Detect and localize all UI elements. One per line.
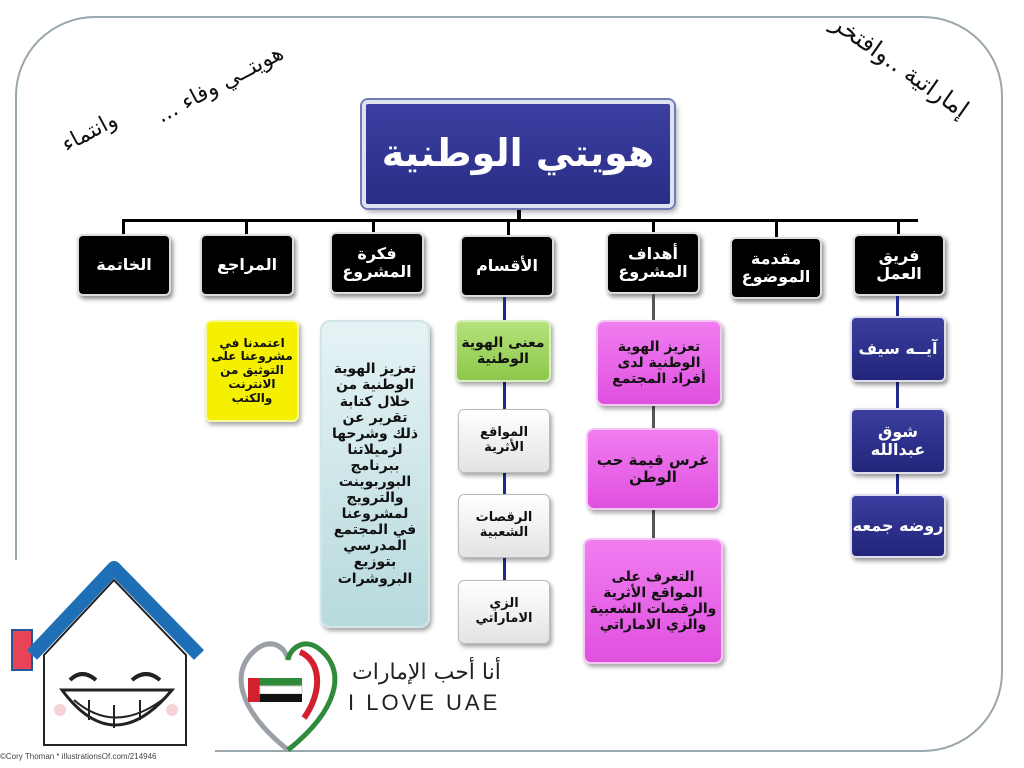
section-2: المواقع الأثرية bbox=[458, 409, 550, 473]
illustration-credit: ©Cory Thoman * illustrationsOf.com/21494… bbox=[0, 752, 157, 761]
diagram-title: هويتي الوطنية bbox=[362, 100, 674, 208]
category-drop bbox=[245, 219, 248, 235]
category-drop bbox=[507, 219, 510, 235]
category-drop bbox=[652, 219, 655, 233]
category-references: المراجع bbox=[200, 234, 294, 296]
section-1: معنى الهوية الوطنية bbox=[455, 320, 551, 382]
section-3: الرقصات الشعبية bbox=[458, 494, 550, 558]
slide-frame bbox=[15, 16, 1003, 752]
references-note: اعتمدنا في مشروعنا على التوثيق من الانتر… bbox=[205, 320, 299, 422]
smiling-house-illustration bbox=[11, 561, 205, 746]
goal-1: تعزيز الهوية الوطنية لدى أفراد المجتمع bbox=[596, 320, 722, 406]
category-sections: الأقسام bbox=[460, 235, 554, 297]
category-conclusion: الخاتمة bbox=[77, 234, 171, 296]
category-drop bbox=[372, 219, 375, 233]
title-stem bbox=[517, 208, 521, 222]
section-4: الزي الاماراتي bbox=[458, 580, 550, 644]
project-idea: تعزيز الهوية الوطنية من خلال كتابة تقرير… bbox=[320, 320, 430, 628]
category-drop bbox=[122, 219, 125, 235]
logo-text-english: I LOVE UAE bbox=[348, 690, 501, 715]
category-idea: فكرة المشروع bbox=[330, 232, 424, 294]
goal-2: غرس قيمة حب الوطن bbox=[586, 428, 720, 510]
uae-heart-logo bbox=[238, 641, 338, 752]
team-member-2: شوق عبدالله bbox=[850, 408, 946, 474]
team-member-1: آيــه سيف bbox=[850, 316, 946, 382]
team-member-3: روضه جمعه bbox=[850, 494, 946, 558]
category-intro: مقدمة الموضوع bbox=[730, 237, 822, 299]
category-bar bbox=[122, 219, 918, 222]
category-team: فريق العمل bbox=[853, 234, 945, 296]
category-drop bbox=[775, 219, 778, 237]
goal-3: التعرف على المواقع الأثرية والرقصات الشع… bbox=[583, 538, 723, 664]
goals-connector bbox=[652, 294, 655, 544]
category-goals: أهداف المشروع bbox=[606, 232, 700, 294]
logo-text-arabic: أنا أحب الإمارات bbox=[352, 660, 501, 685]
category-drop bbox=[897, 219, 900, 235]
